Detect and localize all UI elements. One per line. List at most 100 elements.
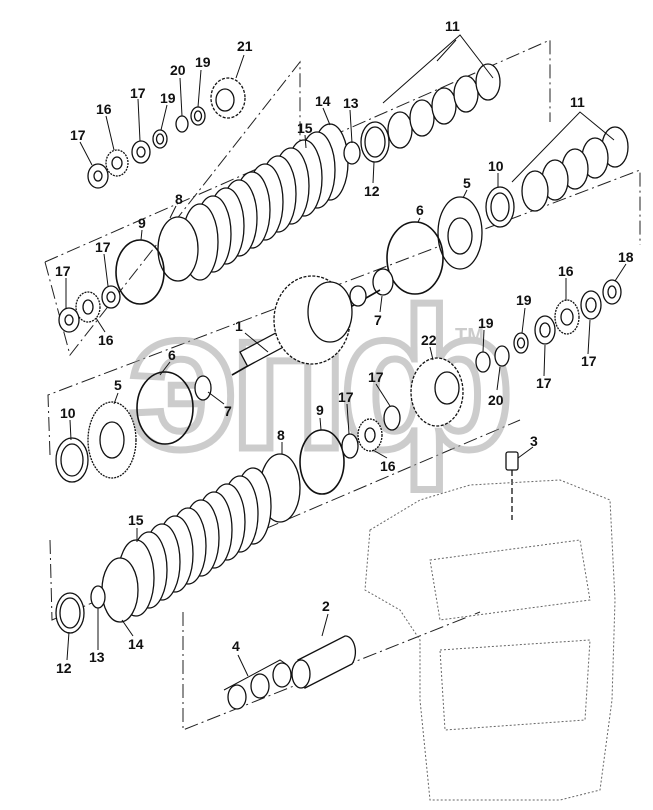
callout-4: 4 [232,638,240,654]
leader-16a [105,115,115,151]
leader-5-top [462,189,468,199]
callout-20b: 20 [488,392,504,408]
part-5-piston-inner [447,217,473,255]
part-7-seal [372,268,394,296]
leader-6-bot [159,361,171,376]
upper-left-small-parts [58,285,121,333]
top-pack-11-plate-1 [387,111,413,149]
lower-plane [49,419,521,621]
part-2-sleeve-end [291,659,311,689]
top-right-plane [44,39,551,263]
leader-20a [179,77,183,117]
mid-pack-11-plate-5 [521,170,549,212]
part-10-ring-2-inner [60,443,84,477]
part-8-disc [157,216,199,282]
part-20-spacer-2 [494,345,510,367]
part-5-piston-2-inner [99,421,125,459]
leader-15-top [304,134,307,149]
top-pack-11-plate-5 [475,63,501,101]
callout-10-top: 10 [488,158,504,174]
part-17-washer-7 [341,433,359,459]
part-22-gear [410,357,464,427]
callout-19d: 19 [478,315,494,331]
part-17-washer-6-hole [539,322,551,338]
leader-2 [321,613,329,637]
part-16-bearing-3-hole [560,308,574,326]
callout-7-top: 7 [374,312,382,328]
housing-rib-1 [429,539,591,621]
leader-10-bot [69,419,72,441]
leader-17h [375,383,391,407]
top-left-plane [44,60,301,357]
leader-12-bot [66,631,70,661]
part-19-bearing-hole [155,133,165,145]
callout-17d: 17 [55,263,71,279]
callout-13-bot: 13 [89,649,105,665]
part-7-seal-2 [194,375,212,401]
callout-17e: 17 [581,353,597,369]
top-pack-11-plate-2 [409,99,435,137]
callout-5-top: 5 [463,175,471,191]
part-4-ring-2 [250,673,270,699]
top-pack-11-plate-3 [431,87,457,125]
top-left-small-parts [87,77,246,189]
leader-6-top [417,217,421,223]
lower-left-group [55,401,137,483]
part-13-ring [343,141,361,165]
callout-6-bot: 6 [168,347,176,363]
callout-15-top: 15 [297,120,313,136]
part-4-ring-3 [272,662,292,688]
callout-7-bot: 7 [224,403,232,419]
right-small-parts [475,279,622,373]
part-17-washer-4-hole [64,314,74,326]
part-6-seal-ring-2 [136,371,194,445]
callout-16d: 16 [380,458,396,474]
plug-body [505,451,519,471]
callout-2: 2 [322,598,330,614]
leader-4-mid [237,654,249,677]
part-17-washer-2-hole [136,146,146,158]
leader-11-top [382,34,494,104]
part-17-washer-3-hole [106,291,116,303]
part-16-bearing-hole [111,156,123,170]
leader-5-bot [113,392,119,405]
callout-5-bot: 5 [114,377,122,393]
leader-14-top [322,107,331,126]
leader-18 [614,263,627,282]
callout-12-top: 12 [364,183,380,199]
callout-18: 18 [618,249,634,265]
callout-20a: 20 [170,62,186,78]
leader-7-top [379,295,383,313]
callout-17h: 17 [368,369,384,385]
part-16-bearing-4-hole [364,427,376,443]
part-1-shaft-assembly [231,275,381,376]
callout-14-bot: 14 [128,636,144,652]
callout-9-bot: 9 [316,402,324,418]
callout-9-top: 9 [138,215,146,231]
leader-1 [244,332,269,353]
part-17-washer-8 [383,405,401,431]
part-19-bearing-4 [475,351,491,373]
part-16-bearing-2-hole [82,299,94,315]
callout-11-mid: 11 [570,94,585,110]
leader-19b [160,104,168,131]
callout-17g: 17 [338,389,354,405]
upper-part-8-disc [157,216,199,282]
leader-17b [79,141,93,166]
drum-hub [349,285,367,307]
part-19-bearing-3-hole [516,337,526,349]
drum-face [307,281,353,343]
part-18-bearing-hole [607,285,617,299]
callout-11-top: 11 [445,18,460,34]
part-21-gear-hub [215,88,235,112]
part-17-washer-hole [93,170,103,182]
leader-7-bot [207,391,225,405]
leader-9-bot [319,417,322,431]
callout-19b: 19 [160,90,176,106]
lower-middle-small-parts [299,405,401,495]
leader-19a [197,69,202,108]
callout-22: 22 [421,332,437,348]
top-pack-11-plate-4 [453,75,479,113]
